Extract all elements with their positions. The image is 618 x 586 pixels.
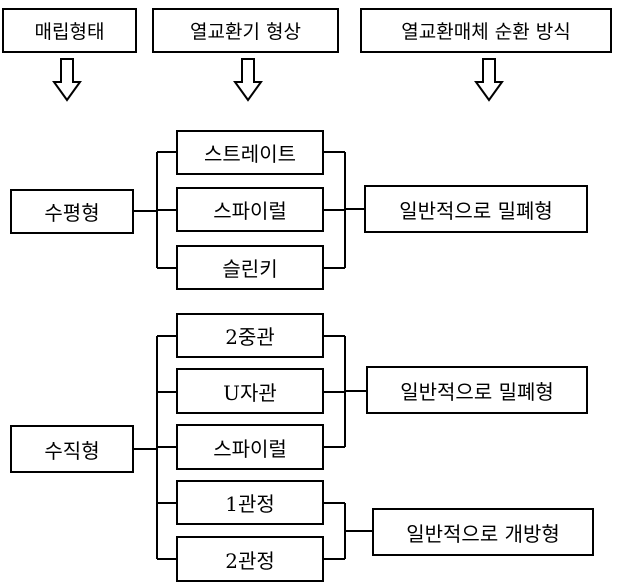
shape-two-well: 2관정 <box>176 536 324 582</box>
down-arrow-icon <box>52 58 82 102</box>
method-horizontal-closed-label: 일반적으로 밀폐형 <box>399 198 553 223</box>
method-horizontal-closed: 일반적으로 밀폐형 <box>364 185 588 233</box>
type-horizontal: 수평형 <box>10 189 134 234</box>
type-horizontal-label: 수평형 <box>44 201 100 225</box>
header-burial-type-label: 매립형태 <box>34 21 105 43</box>
shape-u-tube-label: U자관 <box>223 380 277 405</box>
header-exchanger-shape: 열교환기 형상 <box>152 8 339 53</box>
down-arrow-icon <box>474 58 504 102</box>
header-exchanger-shape-label: 열교환기 형상 <box>190 21 301 43</box>
shape-slinky: 슬린키 <box>176 245 324 290</box>
shape-double-pipe: 2중관 <box>176 313 324 358</box>
type-vertical-label: 수직형 <box>44 438 100 463</box>
method-vertical-open-label: 일반적으로 개방형 <box>406 521 560 546</box>
header-burial-type: 매립형태 <box>2 8 137 53</box>
shape-spiral: 스파이럴 <box>176 187 324 232</box>
shape-spiral-label: 스파이럴 <box>213 199 287 223</box>
shape-one-well: 1관정 <box>176 480 324 525</box>
shape-vertical-spiral: 스파이럴 <box>176 424 324 470</box>
type-vertical: 수직형 <box>10 425 134 473</box>
shape-vertical-spiral-label: 스파이럴 <box>213 436 287 461</box>
header-circulation-method-label: 열교환매체 순환 방식 <box>401 21 571 43</box>
header-circulation-method: 열교환매체 순환 방식 <box>360 8 612 53</box>
shape-straight: 스트레이트 <box>176 130 324 175</box>
method-vertical-closed: 일반적으로 밀폐형 <box>366 366 588 414</box>
shape-two-well-label: 2관정 <box>225 548 275 573</box>
shape-one-well-label: 1관정 <box>225 492 275 516</box>
shape-u-tube: U자관 <box>176 368 324 414</box>
down-arrow-icon <box>233 58 263 102</box>
shape-slinky-label: 슬린키 <box>222 257 278 281</box>
method-vertical-closed-label: 일반적으로 밀폐형 <box>400 379 554 404</box>
shape-straight-label: 스트레이트 <box>204 142 296 166</box>
shape-double-pipe-label: 2중관 <box>225 325 275 349</box>
method-vertical-open: 일반적으로 개방형 <box>372 508 594 556</box>
